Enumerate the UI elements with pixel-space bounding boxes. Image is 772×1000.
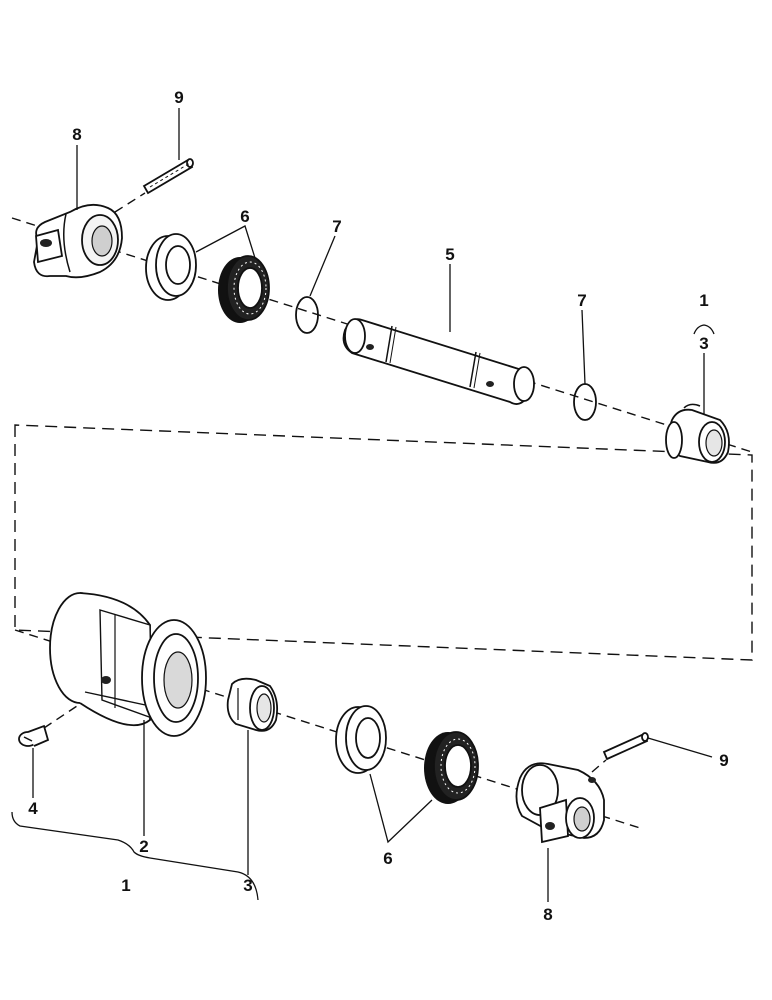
callout-bracket-top: 8 xyxy=(72,125,81,144)
callout-bushing-top: 3 xyxy=(699,334,708,353)
callout-oring-left: 7 xyxy=(332,217,341,236)
pin-top-guide xyxy=(114,192,146,213)
bushing-bottom xyxy=(226,677,279,732)
callout-bushing-bottom: 3 xyxy=(243,876,252,895)
callout-seal-bottom: 6 xyxy=(383,849,392,868)
callout-roller: 2 xyxy=(139,837,148,856)
callout-oring-right: 7 xyxy=(577,291,586,310)
roller xyxy=(49,592,207,737)
pin-bottom xyxy=(602,732,649,761)
plug xyxy=(18,724,50,747)
pin-bottom-guide xyxy=(591,759,607,773)
bracket-bottom xyxy=(515,762,605,844)
plug-guide xyxy=(43,703,81,729)
callout-assembly-bottom: 1 xyxy=(121,876,130,895)
washer-bottom xyxy=(335,705,387,774)
callout-seal-top: 6 xyxy=(240,207,249,226)
bracket-top xyxy=(33,203,123,279)
callout-pin-top: 9 xyxy=(174,88,183,107)
washer-top xyxy=(145,233,197,301)
seal-top xyxy=(218,255,270,323)
callout-pin-bottom: 9 xyxy=(719,751,728,770)
oring-right xyxy=(573,383,597,421)
callout-bracket-bottom: 8 xyxy=(543,905,552,924)
leader-lines xyxy=(11,108,715,902)
callout-plug: 4 xyxy=(28,799,38,818)
shaft xyxy=(342,318,535,405)
pin-top xyxy=(142,158,194,195)
top-assembly-axis xyxy=(11,217,753,453)
callout-shaft: 5 xyxy=(445,245,454,264)
assembly-dashed-frame xyxy=(14,424,753,661)
bushing-top xyxy=(665,403,730,464)
seal-bottom xyxy=(424,731,479,804)
callout-assembly-top: 1 xyxy=(699,291,708,310)
oring-left xyxy=(295,296,319,334)
